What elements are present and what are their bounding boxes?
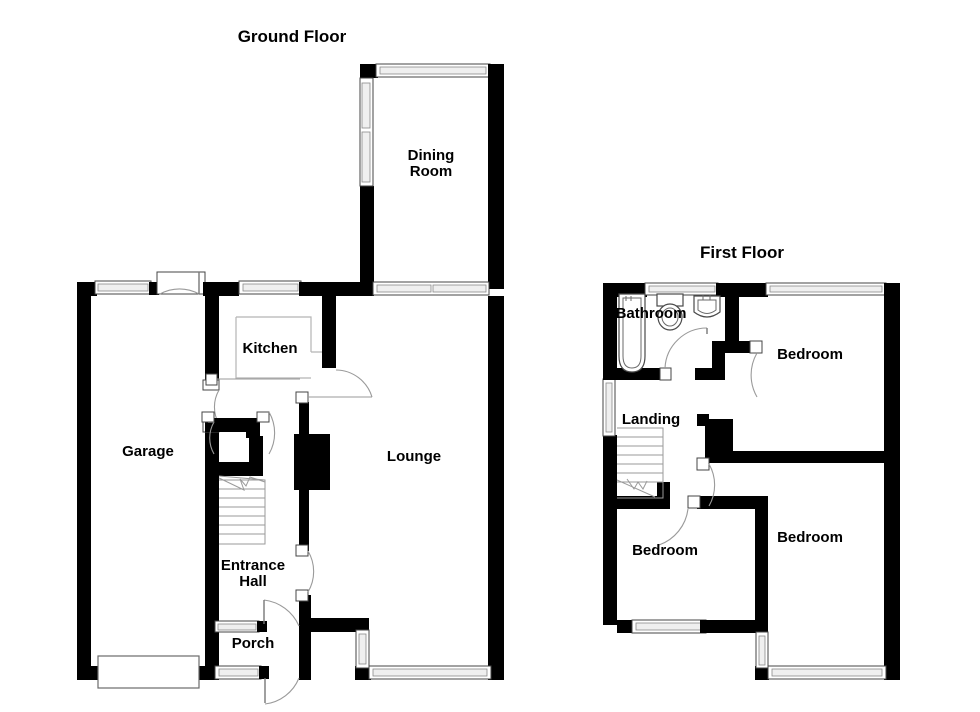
door-hall-to-porch	[263, 599, 300, 627]
room-label-entrance-hall-line1: Entrance	[221, 557, 285, 574]
room-label-bedroom-2: Bedroom	[777, 529, 843, 546]
window-landing-left	[602, 378, 616, 437]
window-bedroom2-bottom	[767, 665, 887, 680]
window-bedroom1-top	[765, 282, 887, 296]
window-dining-top	[375, 63, 491, 78]
wall-lounge-bottom-step	[311, 618, 369, 632]
room-label-dining-room-line2: Room	[410, 163, 453, 180]
ground-floor-title: Ground Floor	[238, 27, 347, 46]
wall-bedroom3-bottom-right	[700, 620, 768, 633]
wall-lounge-top-corner	[360, 282, 374, 296]
window-bedroom2-side	[755, 631, 769, 669]
door-garage-rear	[156, 271, 206, 295]
room-label-porch: Porch	[232, 635, 275, 652]
wall-first-left-upper	[603, 283, 617, 379]
door-bedroom3	[658, 495, 701, 546]
kitchen-units-outline	[235, 316, 322, 379]
wall-porch-top-stub	[257, 621, 267, 632]
window-lounge-top	[372, 281, 490, 296]
wall-bedroom3-top-right	[697, 496, 767, 509]
door-hall-lobby-right	[256, 411, 276, 455]
window-bedroom3-bottom	[631, 619, 707, 634]
wall-first-top-mid	[716, 283, 768, 297]
room-label-garage: Garage	[122, 443, 174, 460]
garage-door	[97, 655, 200, 689]
wall-garage-top-stub	[149, 282, 159, 295]
wall-dining-left-lower	[360, 186, 374, 289]
wall-first-right	[884, 283, 900, 680]
window-lounge-side	[355, 629, 370, 669]
door-porch-entry	[264, 677, 300, 705]
wall-lounge-left-mid	[299, 490, 309, 551]
wall-lounge-bottom-left-corner	[355, 666, 371, 680]
wall-bedroom3-top-left	[617, 496, 669, 509]
wall-bathroom-bottom	[603, 368, 665, 380]
wall-kitchen-right-upper	[322, 296, 336, 368]
wall-garage-right-upper	[205, 296, 219, 382]
door-hall-to-lounge	[295, 544, 315, 602]
wall-hall-lobby-right-stub	[246, 418, 260, 438]
room-label-lounge: Lounge	[387, 448, 441, 465]
door-bedroom1	[749, 340, 763, 398]
ground-floor-group: Ground Floor	[77, 27, 504, 705]
wall-bedroom2-bottom-left	[755, 666, 769, 680]
window-bathroom-top	[644, 282, 719, 296]
wash-basin	[693, 295, 721, 318]
wall-hall-lobby-top	[205, 418, 251, 432]
room-label-bathroom: Bathroom	[616, 305, 687, 322]
wall-bedroom3-right	[755, 496, 768, 633]
wall-dining-top-left-stub	[360, 64, 378, 78]
wall-lounge-right	[488, 296, 504, 680]
room-label-kitchen: Kitchen	[242, 340, 297, 357]
wall-hall-lobby-right	[249, 436, 263, 476]
room-label-bedroom-1: Bedroom	[777, 346, 843, 363]
chimney-breast-bedroom	[705, 419, 733, 463]
window-lounge-bottom	[368, 665, 492, 680]
window-porch-bottom	[214, 665, 262, 680]
wall-lounge-left-upper	[299, 402, 309, 450]
stairs-first	[616, 427, 664, 499]
room-label-bedroom-3: Bedroom	[632, 542, 698, 559]
window-porch-top	[214, 620, 260, 633]
wc-toilet	[656, 293, 684, 331]
window-kitchen-top	[238, 280, 302, 295]
first-floor-group: First Floor	[602, 243, 900, 680]
window-garage-top	[94, 280, 152, 295]
wall-hall-lobby-bottom	[205, 462, 263, 476]
room-label-dining-room-line1: Dining	[408, 147, 455, 164]
door-bedroom2	[696, 457, 716, 507]
door-kitchen-to-hall	[205, 373, 300, 386]
first-floor-title: First Floor	[700, 243, 784, 262]
wall-garage-right-lower	[205, 430, 219, 680]
wall-first-left-lower	[603, 435, 617, 625]
wall-kitchen-top-right	[299, 282, 361, 296]
wall-garage-left	[77, 282, 91, 680]
wall-bedroom1-bottom	[705, 451, 886, 463]
chimney-breast-lounge	[294, 434, 330, 490]
door-bathroom	[659, 327, 708, 381]
bath-tub	[618, 293, 646, 373]
wall-landing-right-stub	[697, 414, 709, 426]
wall-kitchen-top-left	[203, 282, 239, 296]
door-hall-lobby-left	[201, 411, 215, 455]
wall-lounge-left-lower	[299, 595, 311, 680]
window-dining-left	[359, 77, 374, 187]
wall-dining-right	[488, 64, 504, 289]
stairs-ground	[218, 475, 266, 545]
door-kitchen-to-lounge	[295, 369, 373, 404]
room-label-landing: Landing	[622, 411, 680, 428]
wall-porch-bottom-stub	[259, 666, 269, 679]
room-label-entrance-hall-line2: Hall	[239, 573, 267, 590]
wall-bathroom-right-upper	[725, 297, 739, 353]
